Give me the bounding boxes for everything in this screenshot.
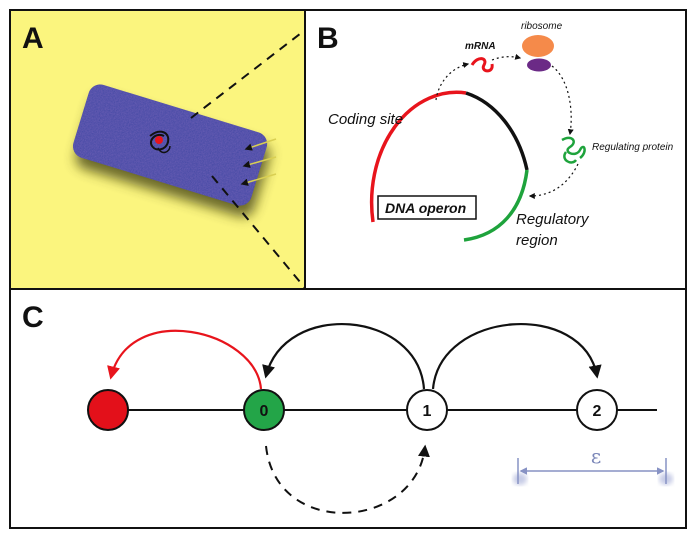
epsilon-label: ε — [591, 444, 601, 468]
flow-ribosome-to-protein — [551, 65, 574, 136]
bacterium-cell — [72, 84, 270, 217]
zoom-line-bottom — [211, 175, 306, 289]
regulating-protein-label: Regulating protein — [592, 142, 674, 153]
zoom-line-top — [190, 29, 306, 119]
dna-knot-icon — [149, 130, 171, 154]
mrna-strand — [470, 57, 494, 73]
state-node-2: 2 — [576, 389, 618, 431]
incoming-arrows — [240, 138, 277, 186]
coding-site-arc — [369, 90, 467, 223]
panel-b: B mRNA ribosome Regulating protein Codin… — [304, 9, 687, 290]
state-node-1: 1 — [406, 389, 448, 431]
ribosome-small-subunit — [527, 58, 551, 72]
arrow-0-to-1-dashed — [265, 444, 430, 514]
panel-a: A — [9, 9, 306, 290]
ribosome-large-subunit — [522, 35, 554, 57]
state-node-0-label: 0 — [260, 403, 269, 420]
state-node-1-label: 1 — [423, 403, 432, 420]
mrna-label: mRNA — [465, 41, 496, 52]
panel-a-letter: A — [22, 22, 44, 55]
panel-b-letter: B — [317, 22, 339, 55]
state-node-0: 0 — [243, 389, 285, 431]
operon-middle-arc — [465, 91, 529, 171]
regulating-protein-icon — [561, 136, 586, 164]
coding-site-label: Coding site — [328, 111, 403, 128]
ribosome-label: ribosome — [521, 21, 563, 32]
arrow-1-to-0 — [262, 323, 426, 390]
regulatory-region-label-line2: region — [516, 232, 558, 249]
state-node-2-label: 2 — [593, 403, 602, 420]
flow-mrna-to-ribosome — [491, 53, 522, 61]
regulatory-region-arc — [463, 169, 529, 242]
state-node-red — [87, 389, 129, 431]
arrow-0-to-red — [107, 329, 263, 390]
flow-dna-to-mrna — [435, 62, 470, 101]
expression-flow-arrows — [435, 53, 579, 199]
flow-protein-to-regulatory — [528, 163, 579, 199]
panel-c: C 0 1 2 ε — [9, 288, 687, 529]
arrow-1-to-2 — [431, 323, 602, 390]
panel-b-frame — [304, 9, 687, 290]
cell-texture — [72, 84, 268, 206]
panel-c-letter: C — [22, 301, 44, 334]
epsilon-spacing-indicator: ε — [513, 444, 673, 485]
dna-operon-label: DNA operon — [385, 200, 466, 216]
dna-operon-box — [377, 195, 477, 220]
regulatory-region-label-line1: Regulatory — [516, 211, 590, 228]
